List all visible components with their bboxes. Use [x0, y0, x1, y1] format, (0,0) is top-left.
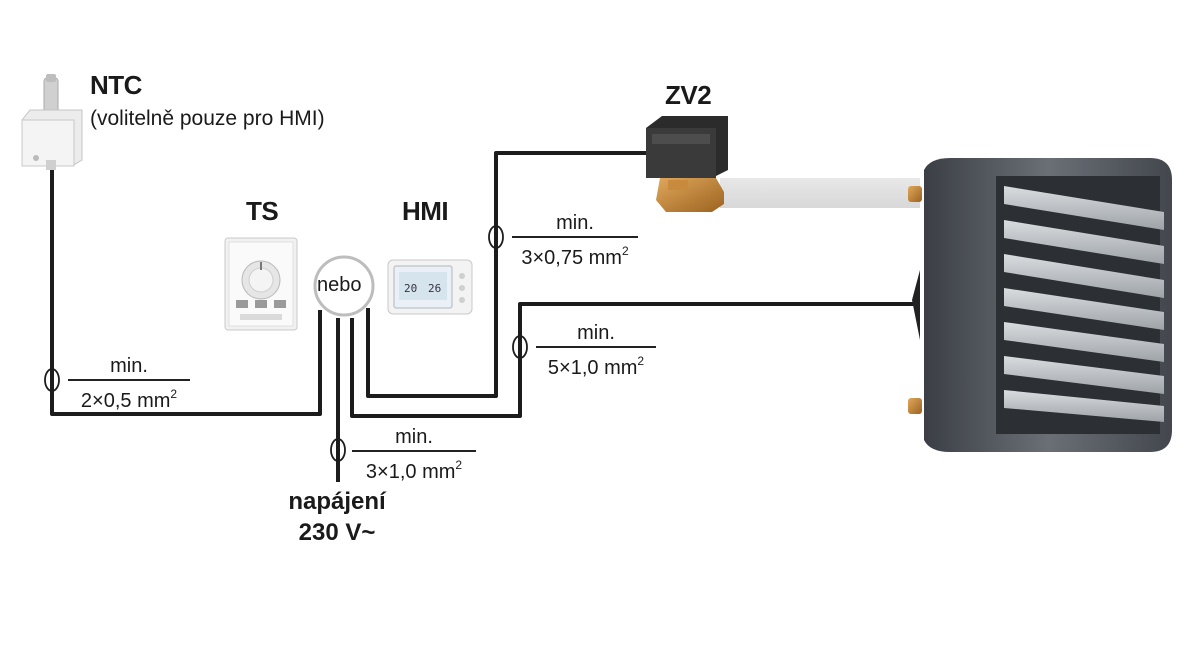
- zv2-cable-spec: min. 3×0,75 mm2: [512, 210, 638, 271]
- heater-cable-size-text: 5×1,0 mm: [547, 357, 638, 379]
- cable-markers: [44, 225, 528, 462]
- hmi-display-left: 20: [404, 282, 417, 295]
- zv2-cable-marker: [488, 225, 504, 249]
- power-cable-size-text: 3×1,0 mm: [365, 461, 456, 483]
- heater-wire: [350, 302, 920, 418]
- power-label-line2: 230 V~: [298, 519, 376, 546]
- nebo-circle: [313, 255, 375, 317]
- power-cable-size: 3×1,0 mm2: [352, 450, 476, 485]
- power-supply-label: napájení 230 V~: [272, 486, 402, 548]
- power-label-line1: napájení: [288, 488, 386, 515]
- ntc-wire: [50, 160, 322, 416]
- heater-cable-size: 5×1,0 mm2: [536, 346, 656, 381]
- heater-cable-min: min.: [577, 322, 615, 344]
- nebo-label: nebo: [317, 274, 362, 296]
- power-cable-spec: min. 3×1,0 mm2: [352, 424, 476, 485]
- ntc-cable-min: min.: [110, 355, 148, 377]
- power-cable-min: min.: [395, 426, 433, 448]
- heater-unit: [908, 158, 1172, 452]
- zv2-title: ZV2: [665, 80, 712, 110]
- power-cable-size-sup: 2: [455, 458, 463, 472]
- zv2-wire: [366, 151, 652, 398]
- zv2-valve: [646, 116, 920, 212]
- zv2-cable-size: 3×0,75 mm2: [512, 236, 638, 271]
- heater-cable-spec: min. 5×1,0 mm2: [536, 320, 656, 381]
- hmi-title: HMI: [402, 196, 449, 226]
- hmi-display-right: 26: [428, 282, 441, 295]
- ntc-cable-marker: [44, 368, 60, 392]
- zv2-cable-min: min.: [556, 212, 594, 234]
- ts-title: TS: [246, 196, 279, 226]
- ntc-sensor: [21, 74, 83, 170]
- zv2-cable-size-text: 3×0,75 mm: [521, 247, 622, 269]
- heater-cable-size-sup: 2: [637, 354, 645, 368]
- hmi-controller: 20 26: [387, 259, 473, 315]
- ntc-title: NTC: [90, 70, 142, 100]
- ntc-cable-size-sup: 2: [170, 387, 178, 401]
- zv2-cable-size-sup: 2: [621, 244, 629, 258]
- ntc-cable-size: 2×0,5 mm2: [68, 379, 190, 414]
- heater-cable-marker: [512, 335, 528, 359]
- heater-louvers: [1004, 186, 1164, 422]
- ntc-cable-spec: min. 2×0,5 mm2: [68, 353, 190, 414]
- wires: [50, 151, 920, 482]
- ntc-cable-size-text: 2×0,5 mm: [80, 390, 171, 412]
- ts-thermostat: [224, 237, 298, 331]
- power-cable-marker: [330, 438, 346, 462]
- ntc-note: (volitelně pouze pro HMI): [90, 107, 325, 130]
